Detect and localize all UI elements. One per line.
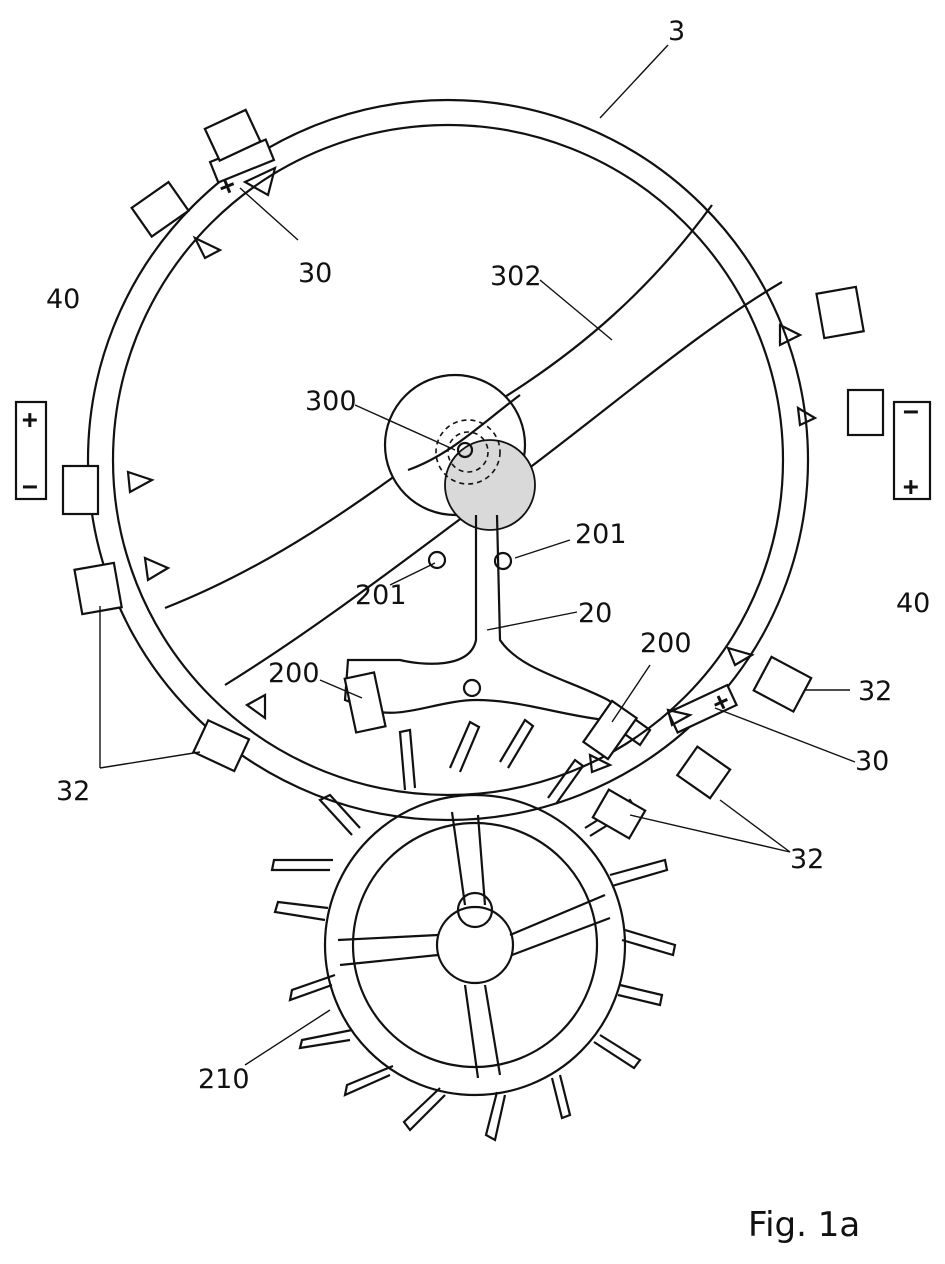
label-escape-wheel: 210 bbox=[198, 1064, 250, 1095]
blocks bbox=[61, 108, 885, 840]
coil-left-minus: − bbox=[22, 472, 38, 502]
label-pallet-left: 200 bbox=[268, 658, 320, 689]
coil-right-minus: − bbox=[903, 397, 919, 427]
label-magnet-right: 30 bbox=[855, 746, 889, 777]
label-blocks-left: 32 bbox=[56, 776, 90, 807]
magnets: + + bbox=[208, 138, 739, 734]
label-magnet-top: 30 bbox=[298, 258, 332, 289]
figure-caption: Fig. 1a bbox=[748, 1205, 860, 1245]
coil-left: + − bbox=[14, 400, 48, 502]
label-axis: 300 bbox=[305, 386, 357, 417]
coil-right: − + bbox=[892, 397, 932, 502]
coil-right-plus: + bbox=[903, 472, 919, 502]
label-anchor: 20 bbox=[578, 598, 612, 629]
label-coil-right: 40 bbox=[896, 588, 930, 619]
label-block-right-upper: 32 bbox=[858, 676, 892, 707]
anchor-lever bbox=[343, 514, 652, 747]
label-pallet-right: 200 bbox=[640, 628, 692, 659]
balance-wheel bbox=[86, 98, 810, 822]
label-pin-left: 201 bbox=[355, 580, 407, 611]
coil-left-plus: + bbox=[22, 405, 38, 435]
escape-wheel bbox=[270, 718, 677, 1142]
leader-lines bbox=[99, 44, 856, 1066]
pallets bbox=[343, 671, 639, 761]
label-pin-right: 201 bbox=[575, 519, 627, 550]
label-blocks-right: 32 bbox=[790, 844, 824, 875]
balance-hub bbox=[383, 373, 536, 531]
label-arm: 302 bbox=[490, 261, 542, 292]
rim-teeth bbox=[126, 166, 818, 774]
label-balance: 3 bbox=[668, 16, 685, 47]
labels: 3 30 302 300 201 201 20 200 200 40 40 32… bbox=[46, 16, 930, 1245]
label-coil-left: 40 bbox=[46, 284, 80, 315]
